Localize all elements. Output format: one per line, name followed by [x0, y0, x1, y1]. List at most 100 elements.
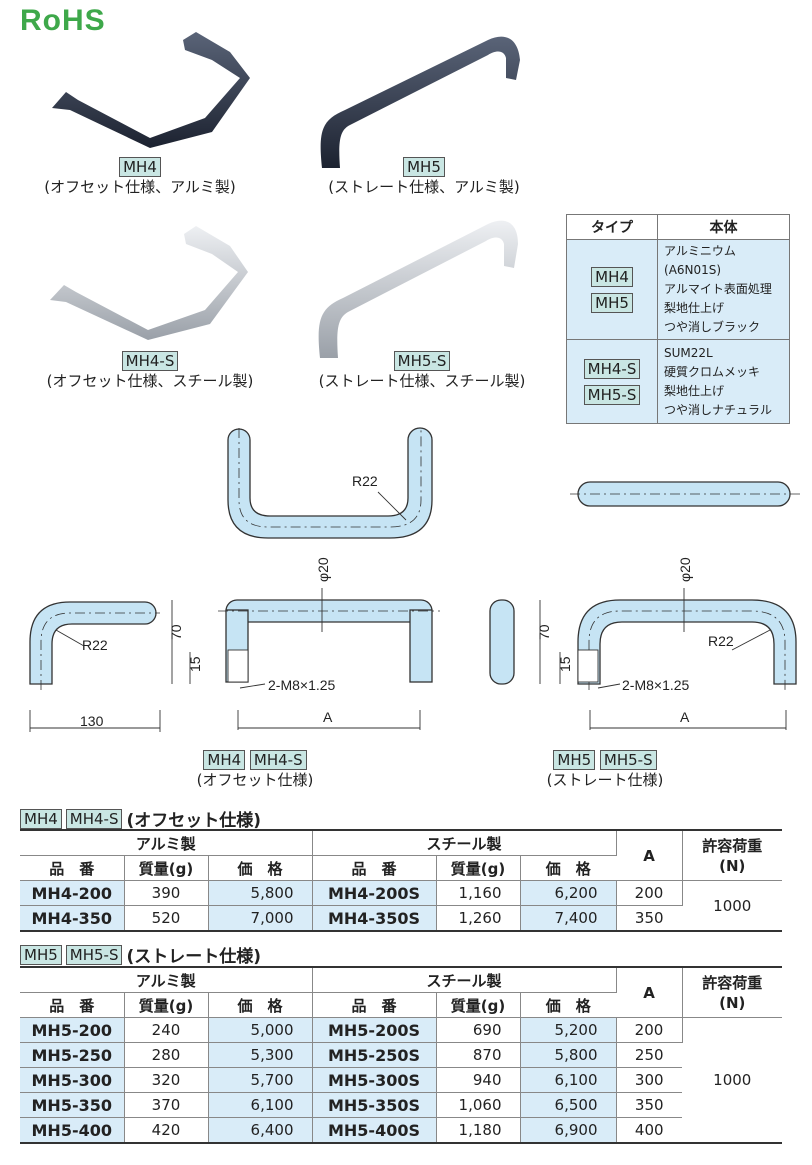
rohs-logo: RoHS — [20, 4, 106, 37]
part-number: MH4-350S — [312, 905, 437, 932]
mass: 1,260 — [436, 905, 521, 932]
mass: 370 — [124, 1092, 209, 1118]
a-value: 200 — [616, 1017, 683, 1043]
a-value: 300 — [616, 1067, 682, 1093]
mass: 280 — [124, 1042, 209, 1068]
col-a: A — [616, 829, 683, 881]
type-cell: MH4 MH5 — [565, 239, 659, 340]
model-tag: MH4 — [591, 266, 633, 287]
dim-130: 130 — [80, 713, 104, 729]
price: 5,800 — [520, 1042, 617, 1068]
price: 6,100 — [520, 1067, 617, 1093]
col-a: A — [616, 966, 683, 1018]
col-part: 品 番 — [312, 992, 437, 1018]
model-tag: MH5-S — [599, 750, 657, 770]
col-price: 価 格 — [520, 992, 616, 1018]
mass: 420 — [124, 1117, 209, 1144]
price: 6,400 — [208, 1117, 313, 1144]
dim-r22-side: R22 — [82, 637, 108, 653]
price: 5,300 — [208, 1042, 313, 1068]
col-mass: 質量(g) — [124, 992, 209, 1018]
mh5-section-title: MH5 MH5-S (ストレート仕様) — [20, 942, 261, 967]
caption-text: (ストレート仕様、スチール製) — [318, 372, 526, 390]
model-tag: MH5-S — [393, 351, 451, 371]
desc-line: 硬質クロムメッキ — [664, 364, 761, 379]
caption-mh4: MH4 (オフセット仕様、アルミ製) — [40, 157, 240, 197]
col-price: 価 格 — [520, 855, 616, 881]
part-number: MH4-200 — [20, 880, 125, 906]
part-number: MH5-250 — [20, 1042, 125, 1068]
group-steel: スチール製 — [312, 966, 617, 993]
thread-callout: 2-M8×1.25 — [622, 677, 690, 693]
table-row: MH5-300 320 5,700 MH5-300S 940 6,100 300 — [20, 1067, 782, 1093]
col-load: 許容荷重 (N) — [682, 829, 782, 881]
caption-text: (ストレート仕様、アルミ製) — [328, 178, 520, 196]
part-number: MH5-400S — [312, 1117, 437, 1144]
dim-r22-top: R22 — [352, 473, 378, 489]
mass: 240 — [124, 1017, 209, 1043]
caption-text: (ストレート仕様) — [546, 771, 664, 789]
body-desc: アルミニウム(A6N01S) アルマイト表面処理 梨地仕上げ つや消しブラック — [657, 239, 790, 340]
mh5-front-view — [577, 599, 797, 685]
model-tag: MH4-S — [583, 358, 641, 379]
mass: 1,060 — [436, 1092, 521, 1118]
mass: 520 — [124, 905, 209, 932]
mh4-top-view — [227, 427, 433, 539]
a-value: 200 — [616, 880, 683, 906]
allowable-load: 1000 — [682, 880, 782, 932]
desc-line: 梨地仕上げ — [664, 383, 725, 398]
caption-mh4s: MH4-S (オフセット仕様、スチール製) — [40, 351, 260, 391]
model-tag: MH4-S — [65, 808, 123, 829]
a-value: 350 — [616, 1092, 682, 1118]
price: 7,000 — [208, 905, 313, 932]
part-number: MH5-400 — [20, 1117, 125, 1144]
thread-callout: 2-M8×1.25 — [268, 677, 336, 693]
col-part: 品 番 — [312, 855, 437, 881]
drawing-caption-offset: MH4 MH4-S (オフセット仕様) — [170, 750, 340, 790]
body-header: 本体 — [657, 214, 790, 240]
col-load: 許容荷重 (N) — [682, 966, 782, 1018]
dim-15: 15 — [557, 656, 573, 672]
part-number: MH5-350 — [20, 1092, 125, 1118]
model-tag: MH5 — [20, 944, 62, 965]
dim-15: 15 — [187, 656, 203, 672]
mh5-price-table: アルミ製 スチール製 A 許容荷重 (N) 品 番 質量(g) 価 格 品 番 … — [20, 966, 782, 1144]
dim-a: A — [680, 709, 690, 725]
section-title-text: (オフセット仕様) — [126, 811, 262, 831]
col-part: 品 番 — [20, 992, 125, 1018]
model-tag: MH4 — [20, 808, 62, 829]
caption-mh5s: MH5-S (ストレート仕様、スチール製) — [312, 351, 532, 391]
group-aluminum: アルミ製 — [20, 966, 313, 993]
dim-r22: R22 — [708, 633, 734, 649]
table-row: MH5-350 370 6,100 MH5-350S 1,060 6,500 3… — [20, 1092, 782, 1118]
type-header: タイプ — [565, 214, 659, 240]
model-tag: MH4 — [119, 157, 161, 177]
part-number: MH5-300S — [312, 1067, 437, 1093]
caption-text: (オフセット仕様、アルミ製) — [44, 178, 236, 196]
model-tag: MH5 — [591, 292, 633, 313]
part-number: MH5-200 — [20, 1017, 125, 1043]
table-row: MH5-200 240 5,000 MH5-200S 690 5,200 200… — [20, 1017, 782, 1144]
col-price: 価 格 — [208, 855, 313, 881]
part-number: MH5-300 — [20, 1067, 125, 1093]
desc-line: つや消しナチュラル — [664, 402, 773, 417]
model-tag: MH5-S — [65, 944, 123, 965]
col-mass: 質量(g) — [436, 992, 521, 1018]
technical-drawings: R22 R22 130 70 15 φ20 2-M8×1.25 A R22 70… — [29, 427, 800, 732]
col-part: 品 番 — [20, 855, 125, 881]
price: 5,800 — [208, 880, 313, 906]
group-aluminum: アルミ製 — [20, 829, 313, 856]
dim-70: 70 — [536, 624, 552, 640]
caption-text: (オフセット仕様) — [196, 771, 314, 789]
product-photos — [50, 32, 520, 358]
model-tag: MH5 — [403, 157, 445, 177]
body-desc: SUM22L 硬質クロムメッキ 梨地仕上げ つや消しナチュラル — [657, 339, 790, 424]
mh5s-photo — [318, 220, 518, 358]
desc-line: つや消しブラック — [664, 320, 761, 334]
table-row: MH5-400 420 6,400 MH5-400S 1,180 6,900 4… — [20, 1117, 782, 1144]
table-row: MH4-200 390 5,800 MH4-200S 1,160 6,200 2… — [20, 880, 782, 932]
col-mass: 質量(g) — [436, 855, 521, 881]
type-cell: MH4-S MH5-S — [565, 339, 659, 424]
table-row: MH5-250 280 5,300 MH5-250S 870 5,800 250 — [20, 1042, 782, 1068]
table-row: MH4-350 520 7,000 MH4-350S 1,260 7,400 3… — [20, 905, 782, 932]
